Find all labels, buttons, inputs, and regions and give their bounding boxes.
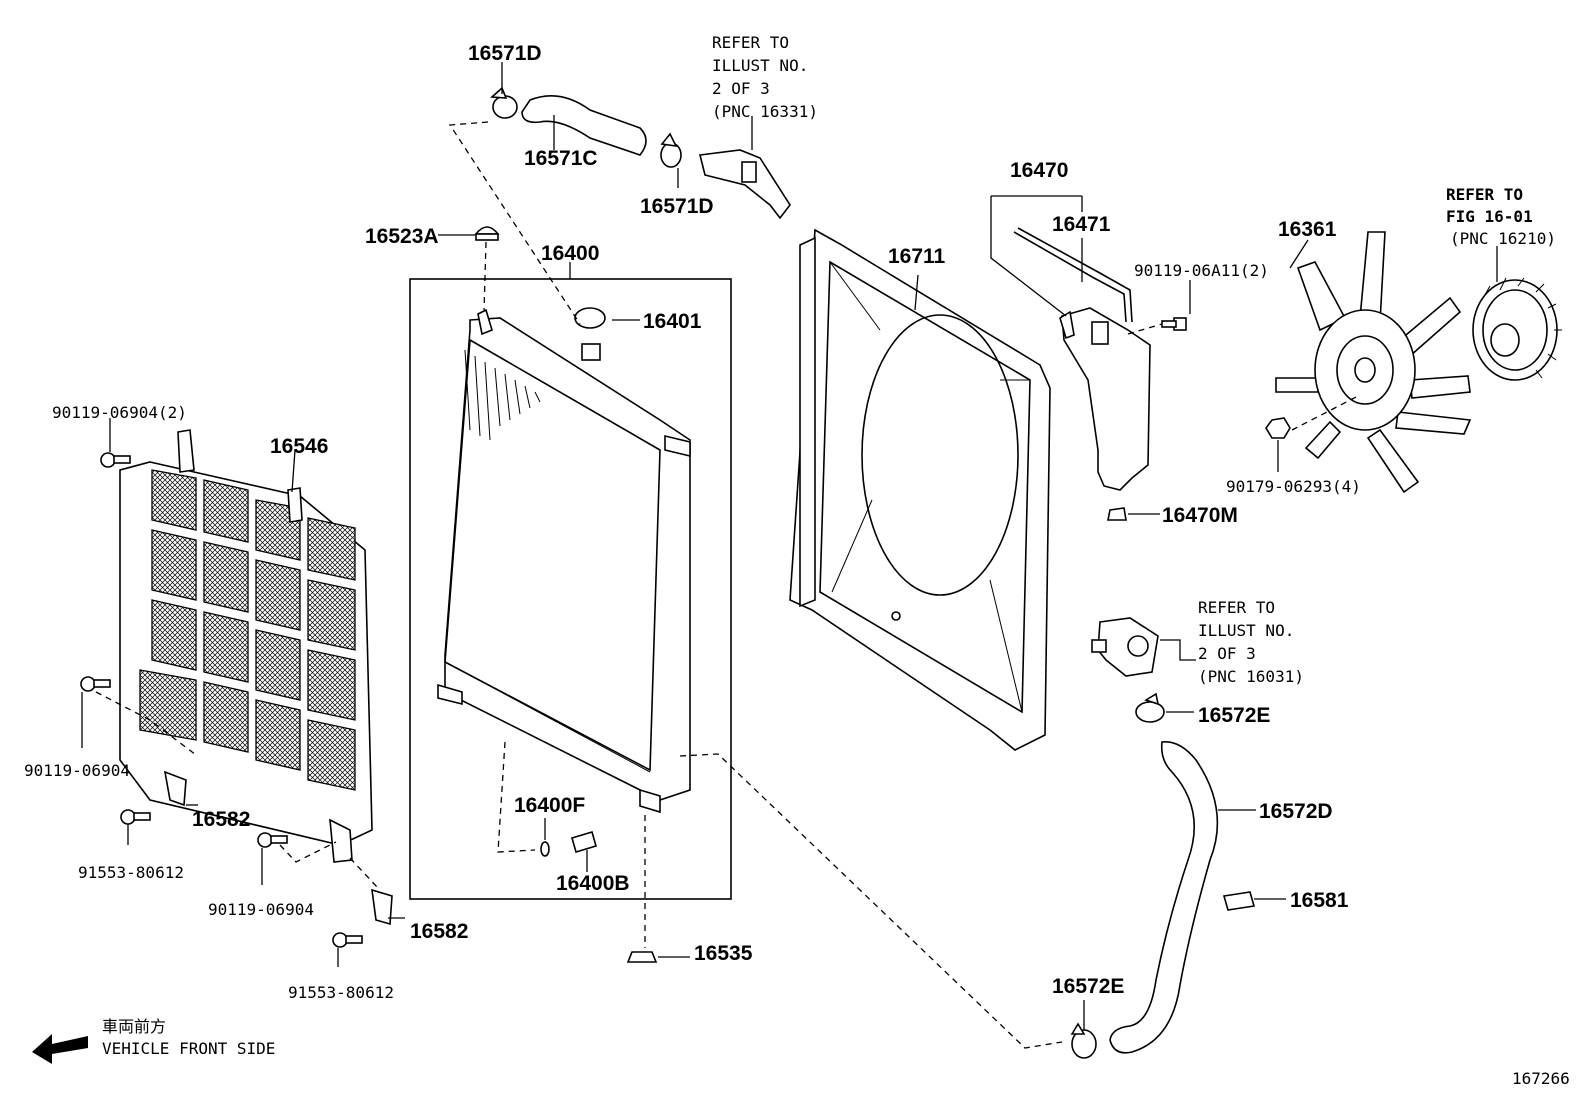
ref-mid-line-1: REFER TO xyxy=(1198,598,1275,617)
label-16581: 16581 xyxy=(1290,889,1349,912)
fan-clutch-part xyxy=(1472,277,1562,381)
ref-mid-line-2: ILLUST NO. xyxy=(1198,621,1294,640)
ref-fig-line-3: (PNC 16210) xyxy=(1450,229,1556,248)
bolt-icon xyxy=(120,809,151,825)
label-16401: 16401 xyxy=(643,310,702,333)
bracket-icon xyxy=(371,888,393,926)
thermostat-housing-part xyxy=(1091,617,1159,677)
label-16571D-lower: 16571D xyxy=(640,195,714,218)
radiator-part xyxy=(437,308,691,814)
nut-icon xyxy=(1265,417,1291,439)
label-16400F: 16400F xyxy=(514,794,585,817)
direction-label-jp: 車両前方 xyxy=(102,1017,166,1036)
label-16711: 16711 xyxy=(888,245,946,268)
label-91553-80612-upper: 91553-80612 xyxy=(78,863,184,882)
fan-shroud-part xyxy=(789,228,1051,751)
label-16582-upper: 16582 xyxy=(192,808,250,831)
ref-top-line-3: 2 OF 3 xyxy=(712,79,770,98)
bolt-icons-left xyxy=(80,452,393,948)
figure-number: 167266 xyxy=(1512,1069,1570,1088)
radiator-cap-icon xyxy=(574,307,606,329)
label-16471: 16471 xyxy=(1052,213,1111,236)
fan-part xyxy=(1275,231,1472,494)
label-16470M: 16470M xyxy=(1162,504,1238,527)
label-16582-lower: 16582 xyxy=(410,920,468,943)
leaders-lower xyxy=(1083,639,1286,1030)
hose-clamp-icon xyxy=(1135,692,1165,723)
ref-top-line-2: ILLUST NO. xyxy=(712,56,808,75)
label-16400B: 16400B xyxy=(556,872,630,895)
label-16572D: 16572D xyxy=(1259,800,1333,823)
lower-hose-part xyxy=(1109,741,1219,1054)
label-90119-06904-left: 90119-06904 xyxy=(24,761,130,780)
part-labels: 16571D 16571C 16571D 16523A 16400 16401 … xyxy=(24,42,1361,1002)
label-90179-06293-4: 90179-06293(4) xyxy=(1226,477,1361,496)
label-16400: 16400 xyxy=(541,242,599,265)
hose-clamp-icon xyxy=(660,132,682,168)
label-91553-80612-lower: 91553-80612 xyxy=(288,983,394,1002)
leaders-fan xyxy=(1277,239,1498,472)
label-90119-06A11-2: 90119-06A11(2) xyxy=(1134,261,1269,280)
ref-fig-line-2: FIG 16-01 xyxy=(1446,207,1533,226)
cushion-icon xyxy=(626,951,658,963)
reference-note-fig: REFER TO FIG 16-01 (PNC 16210) xyxy=(1446,185,1556,248)
label-16470: 16470 xyxy=(1010,159,1068,182)
ref-top-line-1: REFER TO xyxy=(712,33,789,52)
bolt-icon xyxy=(80,676,111,692)
bolt-icon xyxy=(1161,317,1187,331)
label-16571D-upper: 16571D xyxy=(468,42,542,65)
label-16523A: 16523A xyxy=(365,225,439,248)
bracket-icon xyxy=(163,770,187,807)
grille-screen-part xyxy=(119,429,373,863)
label-90119-06904-middle: 90119-06904 xyxy=(208,900,314,919)
ref-mid-line-3: 2 OF 3 xyxy=(1198,644,1256,663)
leaders-radiator xyxy=(438,121,1063,1049)
label-16535: 16535 xyxy=(694,942,753,965)
clip-icon xyxy=(1222,891,1256,911)
ref-top-line-4: (PNC 16331) xyxy=(712,102,818,121)
reserve-tank-part xyxy=(1013,227,1151,491)
upper-hose-part xyxy=(521,94,647,156)
ref-mid-line-4: (PNC 16031) xyxy=(1198,667,1304,686)
plug-icon xyxy=(474,226,500,241)
leaders-reservoir xyxy=(990,195,1191,515)
leaders-shroud xyxy=(914,274,919,311)
label-16572E-lower: 16572E xyxy=(1052,975,1124,998)
reference-note-top: REFER TO ILLUST NO. 2 OF 3 (PNC 16331) xyxy=(712,33,818,121)
cap-icon xyxy=(1107,507,1127,521)
water-outlet-part xyxy=(699,149,791,220)
label-16571C: 16571C xyxy=(524,147,598,170)
radiator-fins xyxy=(464,349,541,441)
bolt-icon xyxy=(332,932,363,948)
leaders-left xyxy=(81,418,405,967)
label-16546: 16546 xyxy=(270,435,328,458)
label-90119-06904-2: 90119-06904(2) xyxy=(52,403,187,422)
label-16572E-upper: 16572E xyxy=(1198,704,1270,727)
hose-clamp-icon xyxy=(490,86,518,119)
label-16361: 16361 xyxy=(1278,218,1337,241)
ref-fig-line-1: REFER TO xyxy=(1446,185,1523,204)
leaders-top xyxy=(501,62,753,188)
direction-label-en: VEHICLE FRONT SIDE xyxy=(102,1039,275,1058)
bolt-icon xyxy=(257,832,288,848)
reference-note-middle: REFER TO ILLUST NO. 2 OF 3 (PNC 16031) xyxy=(1198,598,1304,686)
vehicle-front-arrow-icon xyxy=(32,1034,88,1064)
drain-cock-icon xyxy=(540,831,597,857)
bolt-icon xyxy=(100,452,131,468)
